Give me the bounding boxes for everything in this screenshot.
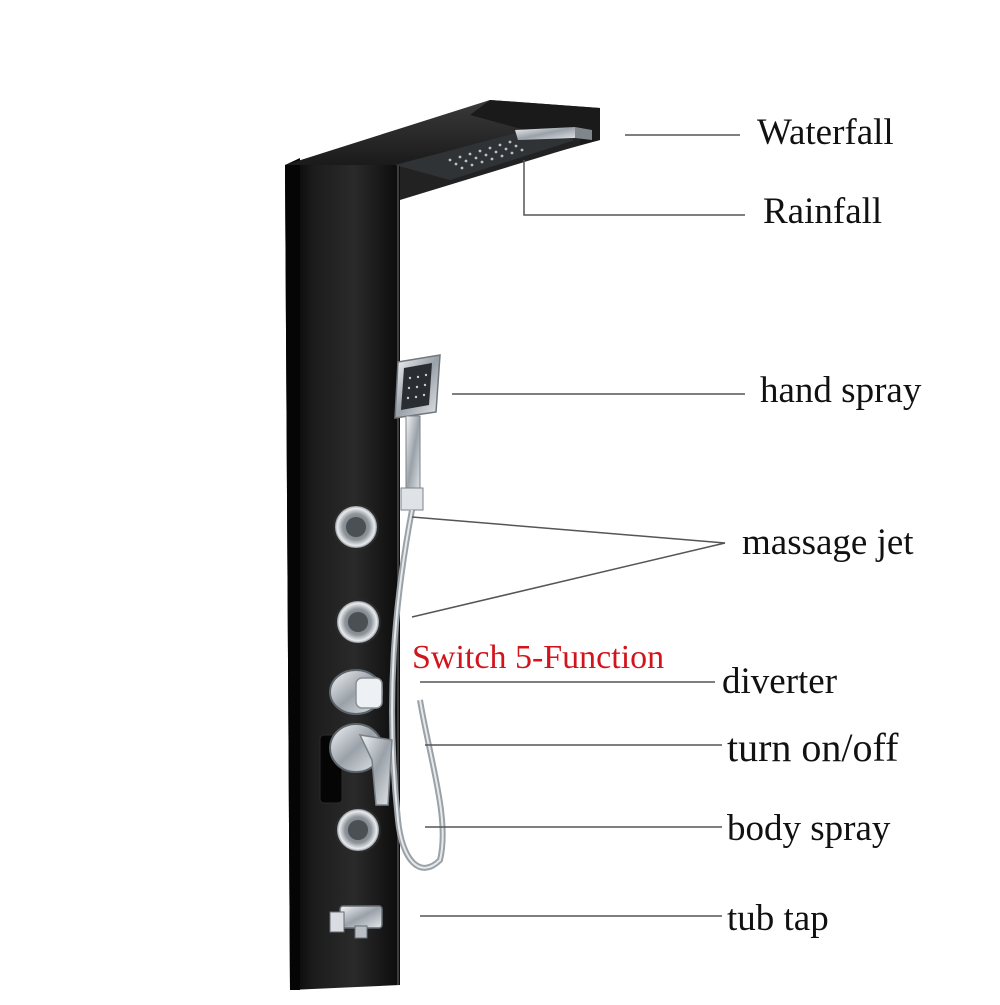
label-massage-jet: massage jet [742,522,914,563]
body-spray-jet [335,807,381,853]
waterfall-spout [515,127,592,140]
massage-jet-upper [333,504,379,550]
leader-massage-jet-2 [411,542,726,618]
label-hand-spray: hand spray [760,370,922,411]
panel-body [285,158,400,990]
hand-spray-head [394,354,441,511]
label-body-spray: body spray [727,808,891,849]
label-diverter: diverter [722,661,838,702]
label-turn-on-off: turn on/off [727,725,899,770]
tub-tap [329,905,383,939]
label-switch-5-function: Switch 5-Function [412,639,665,676]
leader-lines [411,134,745,917]
label-tub-tap: tub tap [727,898,829,939]
label-rainfall: Rainfall [763,191,883,232]
on-off-lever [319,723,393,806]
rainfall-head [395,132,575,180]
shower-hose [389,509,446,871]
label-waterfall: Waterfall [757,112,894,153]
diverter-knob [329,669,383,715]
massage-jet-lower [335,599,381,645]
leader-massage-jet-1 [411,516,726,544]
leader-rainfall [523,160,745,216]
